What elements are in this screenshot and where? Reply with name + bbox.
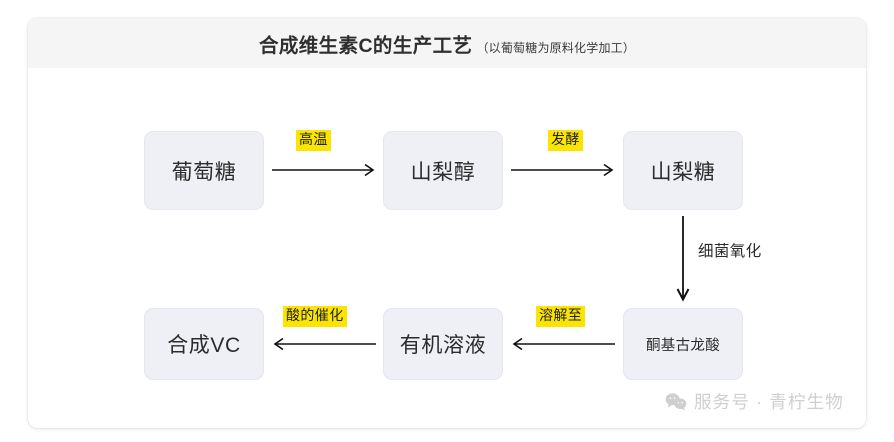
arrow-glucose-to-sorbitol: [272, 163, 376, 177]
diagram-card: 合成维生素C的生产工艺 （以葡萄糖为原料化学加工） 葡萄糖 山梨醇 山梨糖 酮基…: [28, 18, 866, 428]
flow-node-sorbose[interactable]: 山梨糖: [623, 131, 743, 210]
card-body: 葡萄糖 山梨醇 山梨糖 酮基古龙酸 有机溶液 合成VC: [28, 68, 866, 428]
edge-label-bacterial-oxidation: 细菌氧化: [698, 243, 762, 260]
arrow-kga-to-organic: [511, 337, 615, 351]
flowchart: 葡萄糖 山梨醇 山梨糖 酮基古龙酸 有机溶液 合成VC: [28, 68, 866, 428]
card-header: 合成维生素C的生产工艺 （以葡萄糖为原料化学加工）: [28, 18, 866, 69]
flow-node-organic[interactable]: 有机溶液: [383, 308, 503, 380]
footer-watermark-text: 服务号 · 青柠生物: [693, 392, 844, 412]
wechat-icon: [665, 392, 687, 411]
flow-node-kga[interactable]: 酮基古龙酸: [623, 308, 743, 380]
arrow-sorbose-to-kga: [676, 216, 690, 302]
title-wrap: 合成维生素C的生产工艺 （以葡萄糖为原料化学加工）: [259, 29, 635, 58]
flow-node-glucose[interactable]: 葡萄糖: [144, 131, 264, 210]
edge-label-fermentation: 发酵: [548, 130, 583, 151]
flow-node-sorbitol[interactable]: 山梨醇: [383, 131, 503, 210]
edge-label-high-temperature: 高温: [296, 130, 331, 151]
footer-watermark: 服务号 · 青柠生物: [665, 389, 844, 414]
page-subtitle: （以葡萄糖为原料化学加工）: [476, 40, 636, 55]
arrow-sorbitol-to-sorbose: [511, 163, 615, 177]
flow-node-vc[interactable]: 合成VC: [144, 308, 264, 380]
edge-label-dissolve-into: 溶解至: [536, 306, 586, 327]
arrow-organic-to-vc: [272, 337, 376, 351]
page-title: 合成维生素C的生产工艺: [258, 34, 473, 57]
edge-label-acid-catalysis: 酸的催化: [283, 306, 347, 327]
